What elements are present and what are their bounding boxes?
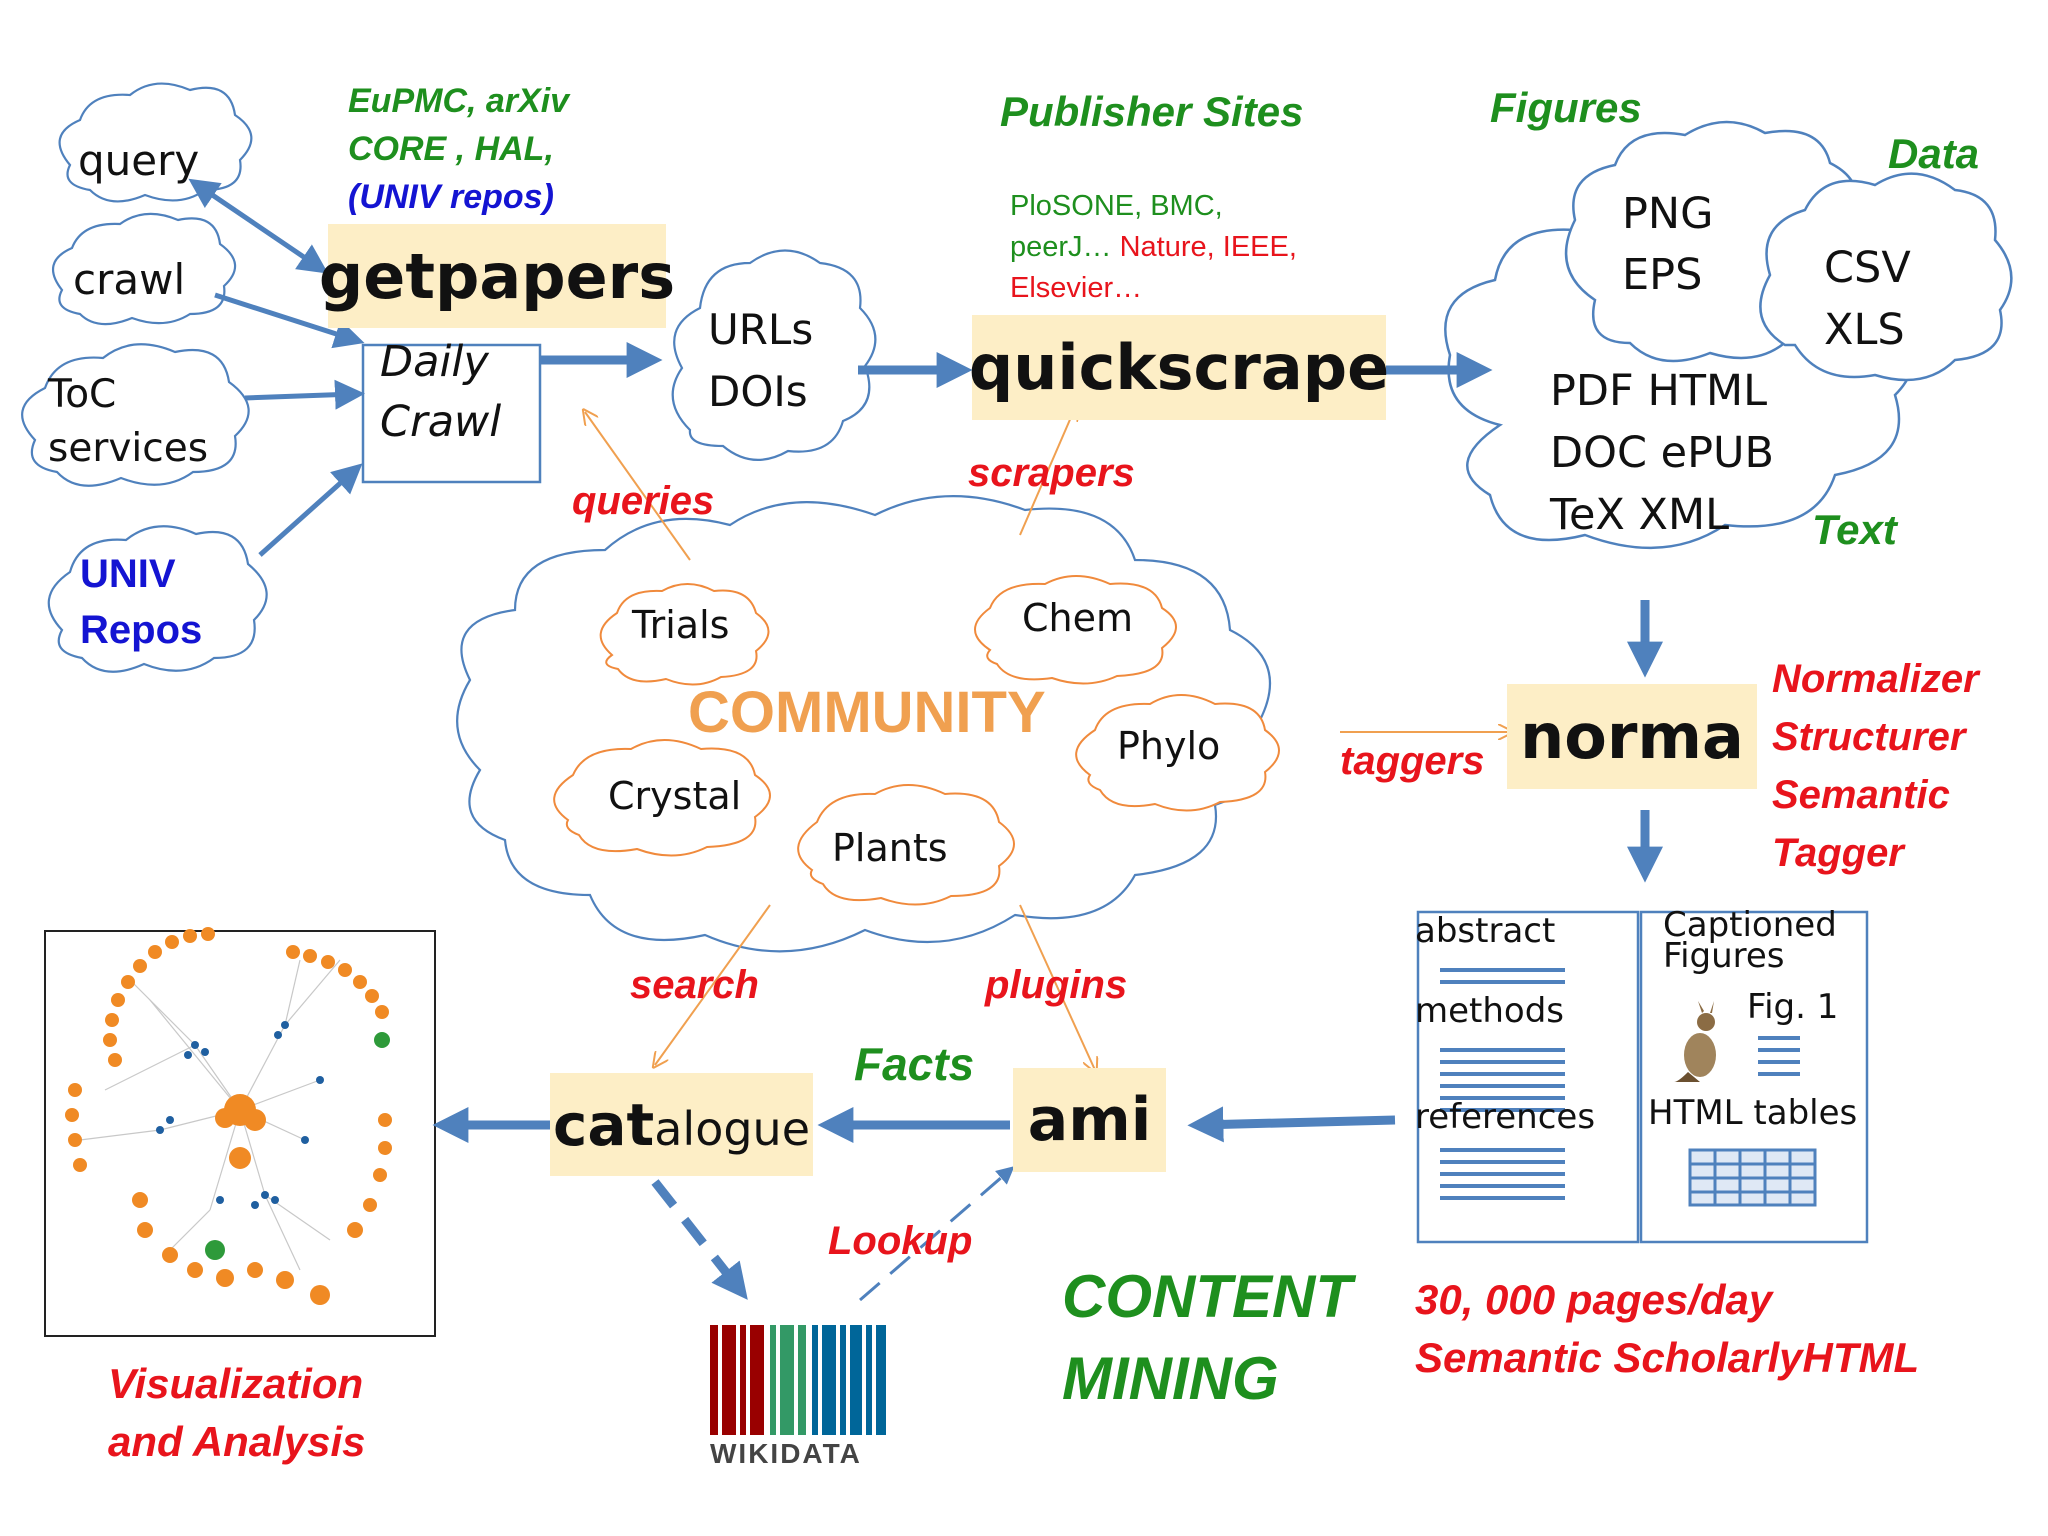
univ-cloud: [47, 525, 268, 673]
query-label: query: [78, 136, 200, 185]
wikidata-logo: [700, 1318, 905, 1473]
facts-label: Facts: [854, 1038, 975, 1090]
data-cloud: [1759, 172, 2013, 382]
queries-label: queries: [572, 479, 715, 523]
csv-label: CSV: [1824, 243, 1911, 293]
urls-label: URLs: [708, 305, 814, 354]
png-label: PNG: [1622, 189, 1714, 239]
catalogue-rest-label: alogue: [654, 1101, 811, 1156]
norma-box: norma: [1507, 684, 1757, 789]
crystal-cloud: [553, 739, 771, 857]
plants-cloud: [797, 784, 1015, 906]
crawl-label: crawl: [73, 255, 186, 304]
community-label: COMMUNITY: [688, 680, 1046, 745]
publisher-sites-title: Publisher Sites: [1000, 88, 1304, 135]
data-title: Data: [1888, 130, 1980, 177]
lookup-label: Lookup: [828, 1219, 973, 1263]
doc-panels: [1416, 910, 1869, 1244]
scrapers-label: scrapers: [968, 451, 1135, 495]
toc-services-label: ToC services: [48, 372, 209, 471]
phylo-cloud: [1075, 694, 1280, 812]
urls-cloud: [671, 249, 877, 461]
figures-title: Figures: [1490, 84, 1642, 131]
chem-cloud: [974, 575, 1177, 685]
sources-line3: (UNIV repos): [348, 178, 554, 216]
quickscrape-label: quickscrape: [968, 331, 1390, 404]
text-format-2: DOC ePUB: [1550, 428, 1775, 478]
fig1-label: Fig. 1: [1747, 987, 1839, 1027]
search-label: search: [630, 963, 759, 1007]
norma-label: norma: [1520, 700, 1744, 773]
ami-label: ami: [1027, 1085, 1152, 1155]
captioned-figures-label: Captioned Figures: [1663, 905, 1837, 976]
ami-box: ami: [1013, 1068, 1166, 1172]
quickscrape-box: quickscrape: [968, 315, 1390, 420]
trials-label: Trials: [632, 603, 730, 647]
norma-role-2: Structurer: [1772, 715, 1966, 759]
plants-label: Plants: [832, 826, 948, 870]
analysis-label: and Analysis: [108, 1418, 366, 1465]
text-title: Text: [1812, 506, 1897, 553]
catalogue-bold-label: cat: [552, 1090, 655, 1159]
sources-line2: CORE , HAL,: [348, 130, 554, 168]
phylo-label: Phylo: [1117, 724, 1221, 768]
wikidata-label: WIKIDATA: [710, 1438, 862, 1469]
trials-cloud: [599, 583, 770, 686]
content-label: CONTENT: [1062, 1263, 1352, 1330]
network-visualization: [44, 927, 436, 1337]
sources-line1: EuPMC, arXiv: [348, 82, 570, 120]
xls-label: XLS: [1824, 305, 1905, 355]
publishers-line2-green: peerJ…: [1010, 231, 1112, 263]
publishers-line3: Elsevier…: [1010, 272, 1143, 304]
publishers-line1: PloSONE, BMC,: [1010, 190, 1223, 222]
norma-role-1: Normalizer: [1772, 657, 1979, 701]
daily-crawl-box: [361, 343, 542, 484]
visualization-label: Visualization: [108, 1360, 364, 1407]
getpapers-box: getpapers: [319, 224, 675, 328]
chem-label: Chem: [1022, 596, 1134, 640]
norma-role-4: Tagger: [1772, 831, 1904, 875]
abstract-label: abstract: [1415, 911, 1556, 951]
catalogue-box: catalogue: [550, 1073, 813, 1176]
query-cloud: [58, 82, 253, 203]
publishers-line2-red: Nature, IEEE,: [1119, 231, 1297, 263]
dois-label: DOIs: [708, 367, 808, 416]
toc-cloud: [21, 343, 250, 487]
norma-role-3: Semantic: [1772, 773, 1950, 817]
mining-label: MINING: [1062, 1345, 1279, 1412]
text-format-3: TeX XML: [1550, 490, 1730, 540]
text-format-1: PDF HTML: [1550, 366, 1768, 416]
daily-label: Daily: [380, 337, 489, 387]
univ-repos-label: UNIV Repos: [80, 552, 203, 652]
html-tables-label: HTML tables: [1648, 1093, 1858, 1133]
semantic-html-label: Semantic ScholarlyHTML: [1415, 1334, 1920, 1381]
methods-label: methods: [1415, 991, 1565, 1031]
getpapers-label: getpapers: [318, 239, 676, 313]
references-label: references: [1415, 1097, 1596, 1137]
taggers-label: taggers: [1340, 739, 1485, 783]
eps-label: EPS: [1622, 250, 1703, 300]
query-getpapers-arrow: [188, 178, 329, 274]
crystal-label: Crystal: [608, 774, 742, 818]
crawl-box-label: Crawl: [380, 397, 502, 447]
plugins-label: plugins: [985, 963, 1128, 1007]
pages-per-day-label: 30, 000 pages/day: [1415, 1276, 1773, 1323]
